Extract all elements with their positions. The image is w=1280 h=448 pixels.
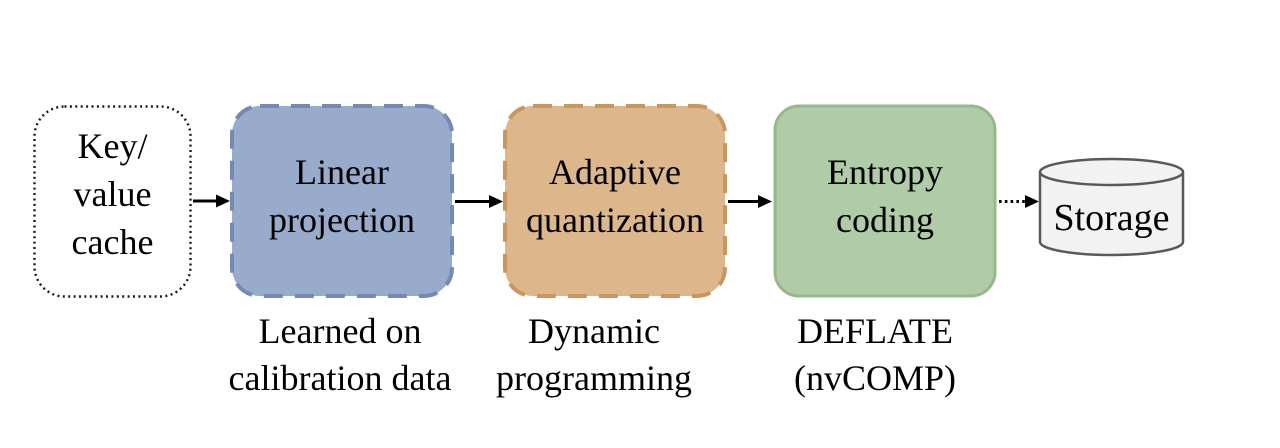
arrow-head — [758, 195, 772, 208]
arrow-head — [216, 194, 230, 208]
adaptive-quantization-box — [503, 104, 727, 298]
linear-projection-box — [230, 104, 454, 298]
arrow-projection-to-quantization — [455, 195, 503, 208]
storage-cylinder — [1038, 157, 1185, 257]
cylinder-top — [1038, 157, 1185, 187]
arrow-kv-to-projection — [193, 194, 230, 208]
arrow-head — [489, 195, 503, 208]
arrow-head — [1025, 195, 1039, 208]
arrow-entropy-to-storage — [999, 195, 1039, 208]
arrow-quantization-to-entropy — [728, 195, 772, 208]
kv-cache-box — [33, 105, 192, 298]
cylinder-body — [1038, 172, 1185, 257]
entropy-coding-box — [773, 104, 997, 298]
